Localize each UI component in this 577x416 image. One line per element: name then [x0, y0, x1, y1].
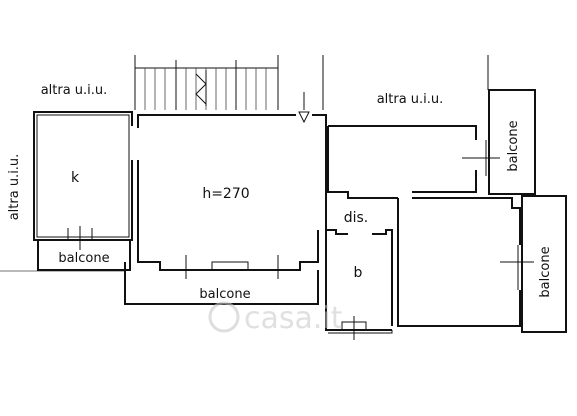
watermark: casa.it [208, 301, 343, 336]
stairwell [134, 55, 279, 110]
kitchen-balcony-label: balcone [58, 251, 109, 266]
living-balcony-label: balcone [199, 287, 250, 302]
disimpegno-label: dis. [344, 210, 369, 226]
bedroom-bottom-walls [397, 197, 534, 327]
entrance-arrow-icon [298, 92, 310, 124]
kitchen-label: k [71, 170, 80, 186]
kitchen-balcony [37, 226, 131, 271]
living-room-walls [137, 114, 327, 279]
living-room-label: h=270 [202, 186, 249, 202]
neighbor-label-top-left: altra u.i.u. [41, 83, 108, 98]
bedroom-top-balcony [488, 89, 536, 195]
bedroom-top-balcony-label: balcone [506, 120, 521, 171]
watermark-text: casa.it [244, 301, 343, 336]
neighbor-label-left: altra u.i.u. [7, 154, 22, 221]
kitchen-walls [33, 111, 133, 241]
bedroom-bottom-balcony-label: balcone [538, 246, 553, 297]
neighbor-label-top-right: altra u.i.u. [377, 92, 444, 107]
bath-label: b [354, 265, 363, 281]
bedroom-bottom-balcony [521, 195, 567, 333]
bath-walls [325, 229, 393, 340]
bedroom-top-walls [327, 125, 500, 199]
